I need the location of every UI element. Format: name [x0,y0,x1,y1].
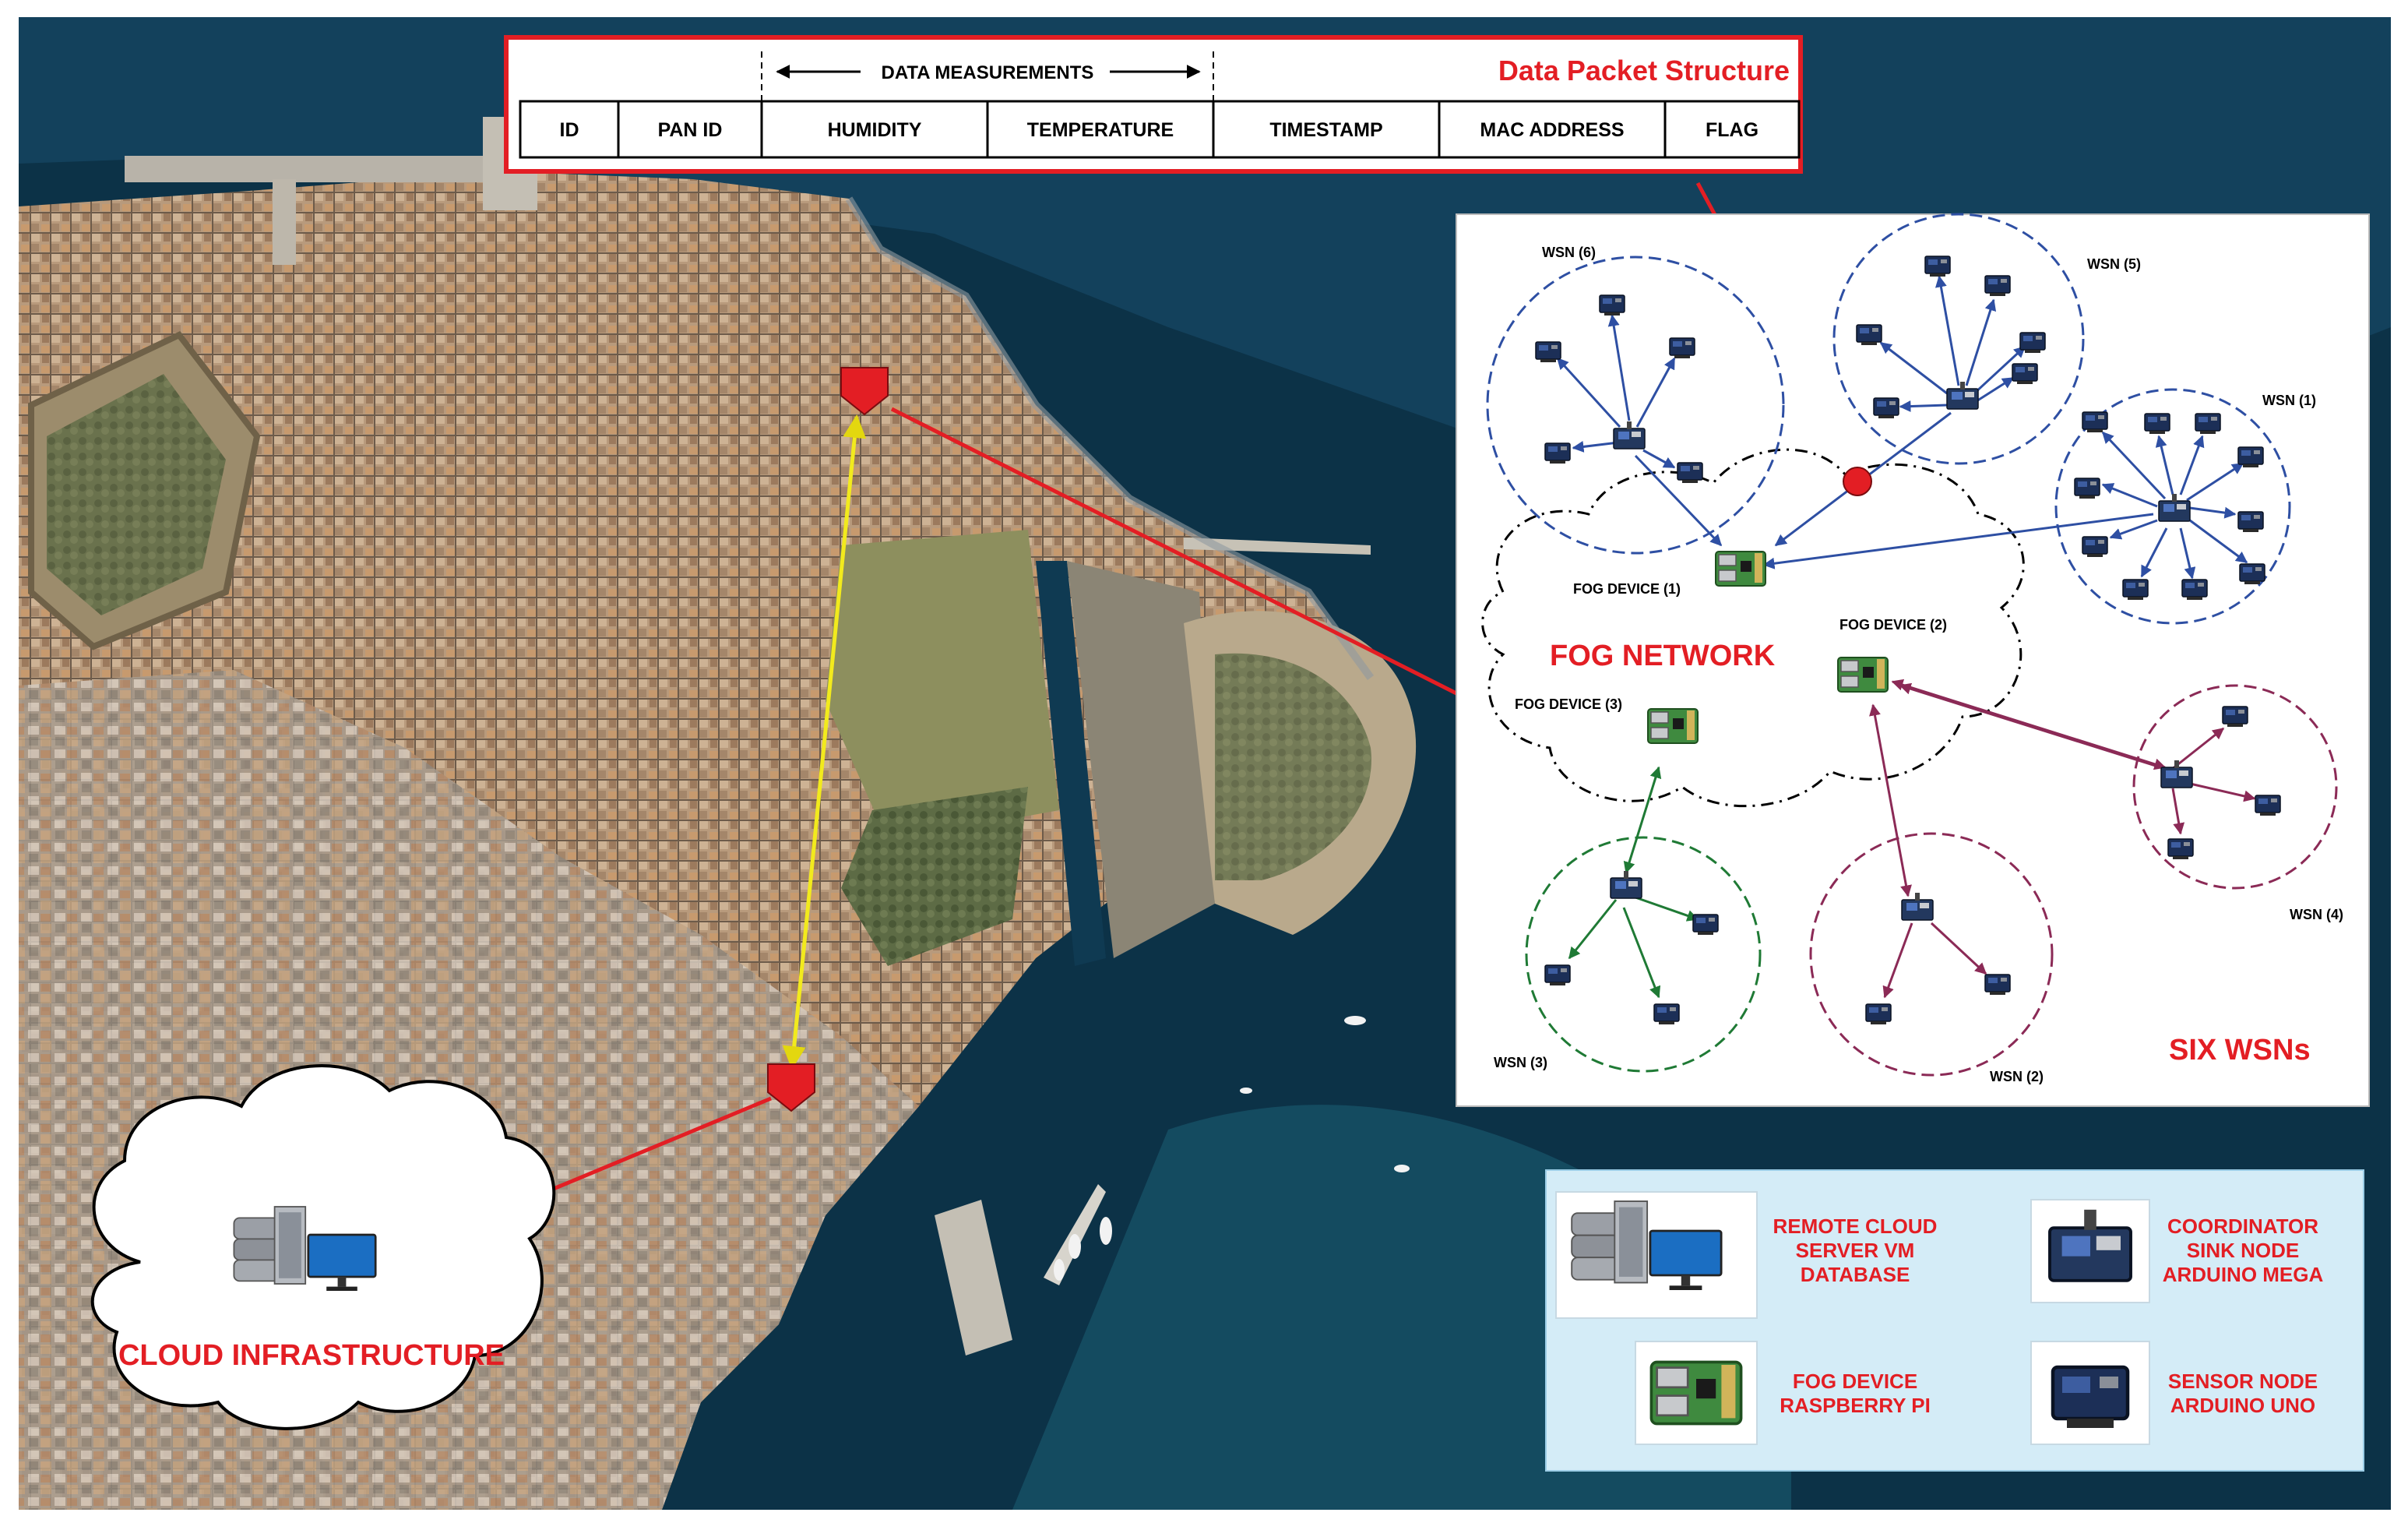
location-pin-top [840,367,889,416]
legend-sensor-node: SENSOR NODE ARDUINO UNO [2030,1341,2318,1445]
wsn-5-boundary [1832,213,2085,465]
wsn-3-label: WSN (3) [1494,1055,1547,1070]
packet-fields-row: ID PAN ID HUMIDITY TEMPERATURE TIMESTAMP… [519,100,1801,159]
six-wsns-caption: SIX WSNs [2169,1034,2311,1066]
field-flag: FLAG [1706,119,1758,141]
legend-coordinator-line1: COORDINATOR [2167,1215,2318,1238]
legend-coordinator-line2: SINK NODE [2187,1239,2299,1262]
legend-arduino-uno-icon [2053,1367,2128,1428]
legend-fog-line2: RASPBERRY PI [1780,1394,1931,1417]
wsn-2-links [1869,703,1987,999]
legend-raspberry-pi-icon [1649,1360,1743,1426]
fog-device-1-label: FOG DEVICE (1) [1573,581,1681,597]
cloud-infrastructure: CLOUD INFRASTRUCTURE [90,1063,556,1430]
field-temperature: TEMPERATURE [1027,119,1174,141]
fog-device-3-label: FOG DEVICE (3) [1515,696,1622,712]
legend-coordinator-line3: ARDUINO MEGA [2163,1263,2324,1286]
wsn-1-links [1762,431,2248,580]
legend-fog-line1: FOG DEVICE [1793,1370,1917,1393]
legend-cloud-line3: DATABASE [1801,1263,1910,1286]
wsn-5-label: WSN (5) [2087,256,2141,272]
packet-title: Data Packet Structure [1498,55,1790,86]
field-mac-address: MAC ADDRESS [1480,119,1624,141]
legend-coordinator: COORDINATOR SINK NODE ARDUINO MEGA [2030,1199,2324,1303]
wsn-4-boundary [2132,684,2338,890]
legend-fog-device: FOG DEVICE RASPBERRY PI [1635,1341,1931,1445]
field-humidity: HUMIDITY [828,119,922,141]
location-pin-bottom [767,1063,815,1112]
wsn-6-label: WSN (6) [1542,245,1596,260]
field-pan-id: PAN ID [658,119,723,141]
wsn-3-links [1568,766,1699,999]
legend-cloud-line2: SERVER VM [1796,1239,1915,1262]
wsn-1-label: WSN (1) [2262,393,2316,408]
field-id: ID [560,119,579,141]
cloud-infrastructure-label: CLOUD INFRASTRUCTURE [118,1339,505,1372]
field-timestamp: TIMESTAMP [1269,119,1382,141]
legend-cloud-server: REMOTE CLOUD SERVER VM DATABASE [1555,1191,1938,1319]
legend-sensor-line1: SENSOR NODE [2168,1370,2318,1393]
fog-device-3: FOG DEVICE (3) [1515,696,1699,744]
wsn-1-boundary [2054,388,2291,625]
legend-cloud-line1: REMOTE CLOUD [1773,1215,1938,1238]
legend-sensor-line2: ARDUINO UNO [2170,1394,2315,1417]
wsn-6-boundary [1486,256,1785,555]
wsn-6-links [1556,314,1723,547]
packet-panel: Data Packet Structure DATA MEASUREMENTS … [504,35,1803,174]
wsn-4-links [1891,679,2256,835]
wsn-4-label: WSN (4) [2290,907,2343,922]
legend-panel: REMOTE CLOUD SERVER VM DATABASE COORDINA… [1545,1169,2364,1472]
fog-network-title: FOG NETWORK [1550,640,1776,672]
wsn-2-boundary [1809,832,2054,1077]
fog-device-2-label: FOG DEVICE (2) [1839,617,1947,633]
packet-link-marker [1843,467,1872,496]
data-measurements-label: DATA MEASUREMENTS [882,62,1094,83]
wsn-2-label: WSN (2) [1990,1069,2044,1084]
fog-device-2: FOG DEVICE (2) [1837,617,1947,693]
network-panel: FOG NETWORK WSN (6) WSN (5) WSN (1) WSN … [1456,213,2370,1107]
fog-device-1: FOG DEVICE (1) [1573,551,1766,597]
